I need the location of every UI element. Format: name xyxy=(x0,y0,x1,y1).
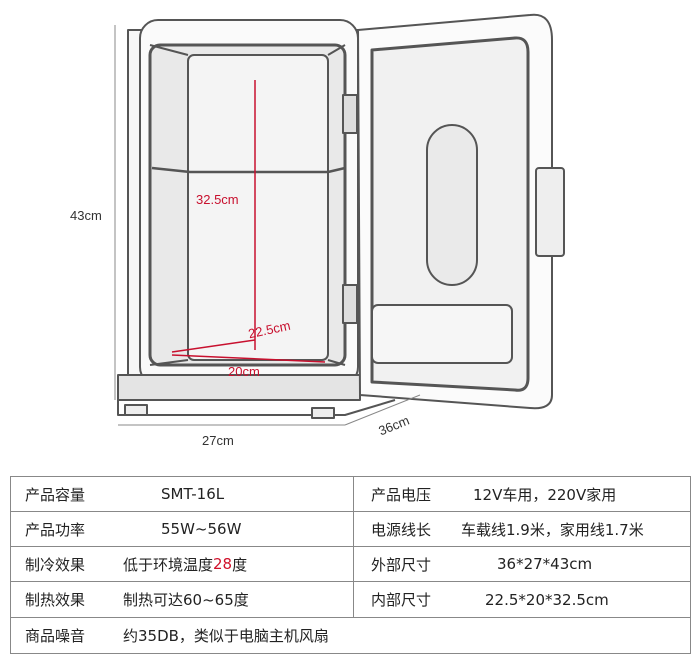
spec-label: 产品容量 xyxy=(25,485,86,504)
height-label: 43cm xyxy=(70,208,102,223)
table-row: 制热效果 制热可达60~65度 内部尺寸 22.5*20*32.5cm xyxy=(10,581,691,618)
spec-label: 内部尺寸 xyxy=(371,591,432,609)
inner-width-guide xyxy=(171,354,326,363)
spec-value-suffix: 度 xyxy=(232,555,248,574)
spec-value: 12V车用，220V家用 xyxy=(473,485,617,504)
inner-height-label: 32.5cm xyxy=(196,192,239,207)
base-side xyxy=(117,399,396,416)
fridge-illustration: 43cm 27cm 36cm 32.5cm 22.5cm 20cm xyxy=(70,13,565,448)
width-label: 27cm xyxy=(202,433,234,448)
spec-value: SMT-16L xyxy=(161,485,225,503)
spec-label: 产品功率 xyxy=(25,520,86,539)
base xyxy=(117,374,361,401)
spec-label: 商品噪音 xyxy=(25,627,86,645)
spec-value: 约35DB，类似于电脑主机风扇 xyxy=(123,627,329,645)
inner-width-label: 20cm xyxy=(228,364,260,379)
hinge-top xyxy=(342,94,358,134)
spec-value-prefix: 低于环境温度 xyxy=(123,555,214,574)
spec-label: 电源线长 xyxy=(371,520,432,539)
spec-table: 产品容量 SMT-16L 产品电压 12V车用，220V家用 产品功率 55W~… xyxy=(10,476,691,654)
spec-label: 制热效果 xyxy=(25,591,86,609)
cavity-back xyxy=(187,54,329,361)
shelf xyxy=(151,166,346,174)
door-handle xyxy=(535,167,565,257)
spec-label: 外部尺寸 xyxy=(371,555,432,574)
table-row: 产品功率 55W~56W 电源线长 车载线1.9米，家用线1.7米 xyxy=(10,511,691,547)
spec-value: 制热可达60~65度 xyxy=(123,591,249,609)
spec-label: 产品电压 xyxy=(371,485,432,504)
hinge-bottom xyxy=(342,284,358,324)
spec-value: 车载线1.9米，家用线1.7米 xyxy=(461,520,644,539)
table-row: 产品容量 SMT-16L 产品电压 12V车用，220V家用 xyxy=(10,476,691,512)
table-row: 商品噪音 约35DB，类似于电脑主机风扇 xyxy=(10,617,691,654)
spec-label: 制冷效果 xyxy=(25,555,86,574)
spec-value-highlight: 28 xyxy=(213,555,233,573)
spec-value: 55W~56W xyxy=(161,520,242,538)
depth-guide xyxy=(344,394,421,426)
door-vent xyxy=(426,124,478,286)
door-rack xyxy=(371,304,513,364)
spec-value: 36*27*43cm xyxy=(497,555,593,573)
spec-value: 22.5*20*32.5cm xyxy=(485,590,609,609)
inner-depth-guide xyxy=(171,339,256,353)
fridge-drawing xyxy=(114,13,565,426)
